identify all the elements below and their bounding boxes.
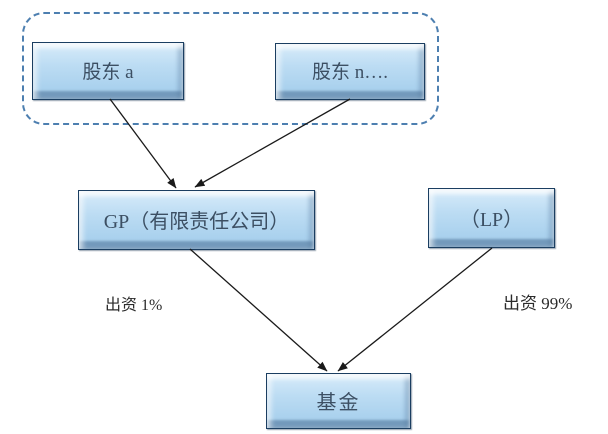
node-shareholder-n: 股东 n….: [275, 43, 425, 100]
node-lp: （LP）: [428, 188, 555, 248]
node-lp-label: （LP）: [459, 208, 524, 231]
gp-contribution-label: 出资 1%: [105, 297, 163, 314]
node-gp-label: GP（有限责任公司）: [103, 210, 290, 233]
node-gp: GP（有限责任公司）: [78, 190, 315, 250]
edge-gp-to-fund: [189, 248, 328, 372]
edge-lp-to-fund: [337, 247, 493, 372]
node-shareholder-a: 股东 a: [32, 42, 184, 100]
lp-contribution-label: 出资 99%: [503, 294, 573, 313]
node-shareholder-a-label: 股东 a: [82, 61, 134, 83]
node-fund: 基金: [266, 373, 411, 429]
node-fund-label: 基金: [316, 391, 361, 414]
node-shareholder-n-label: 股东 n….: [311, 62, 388, 83]
